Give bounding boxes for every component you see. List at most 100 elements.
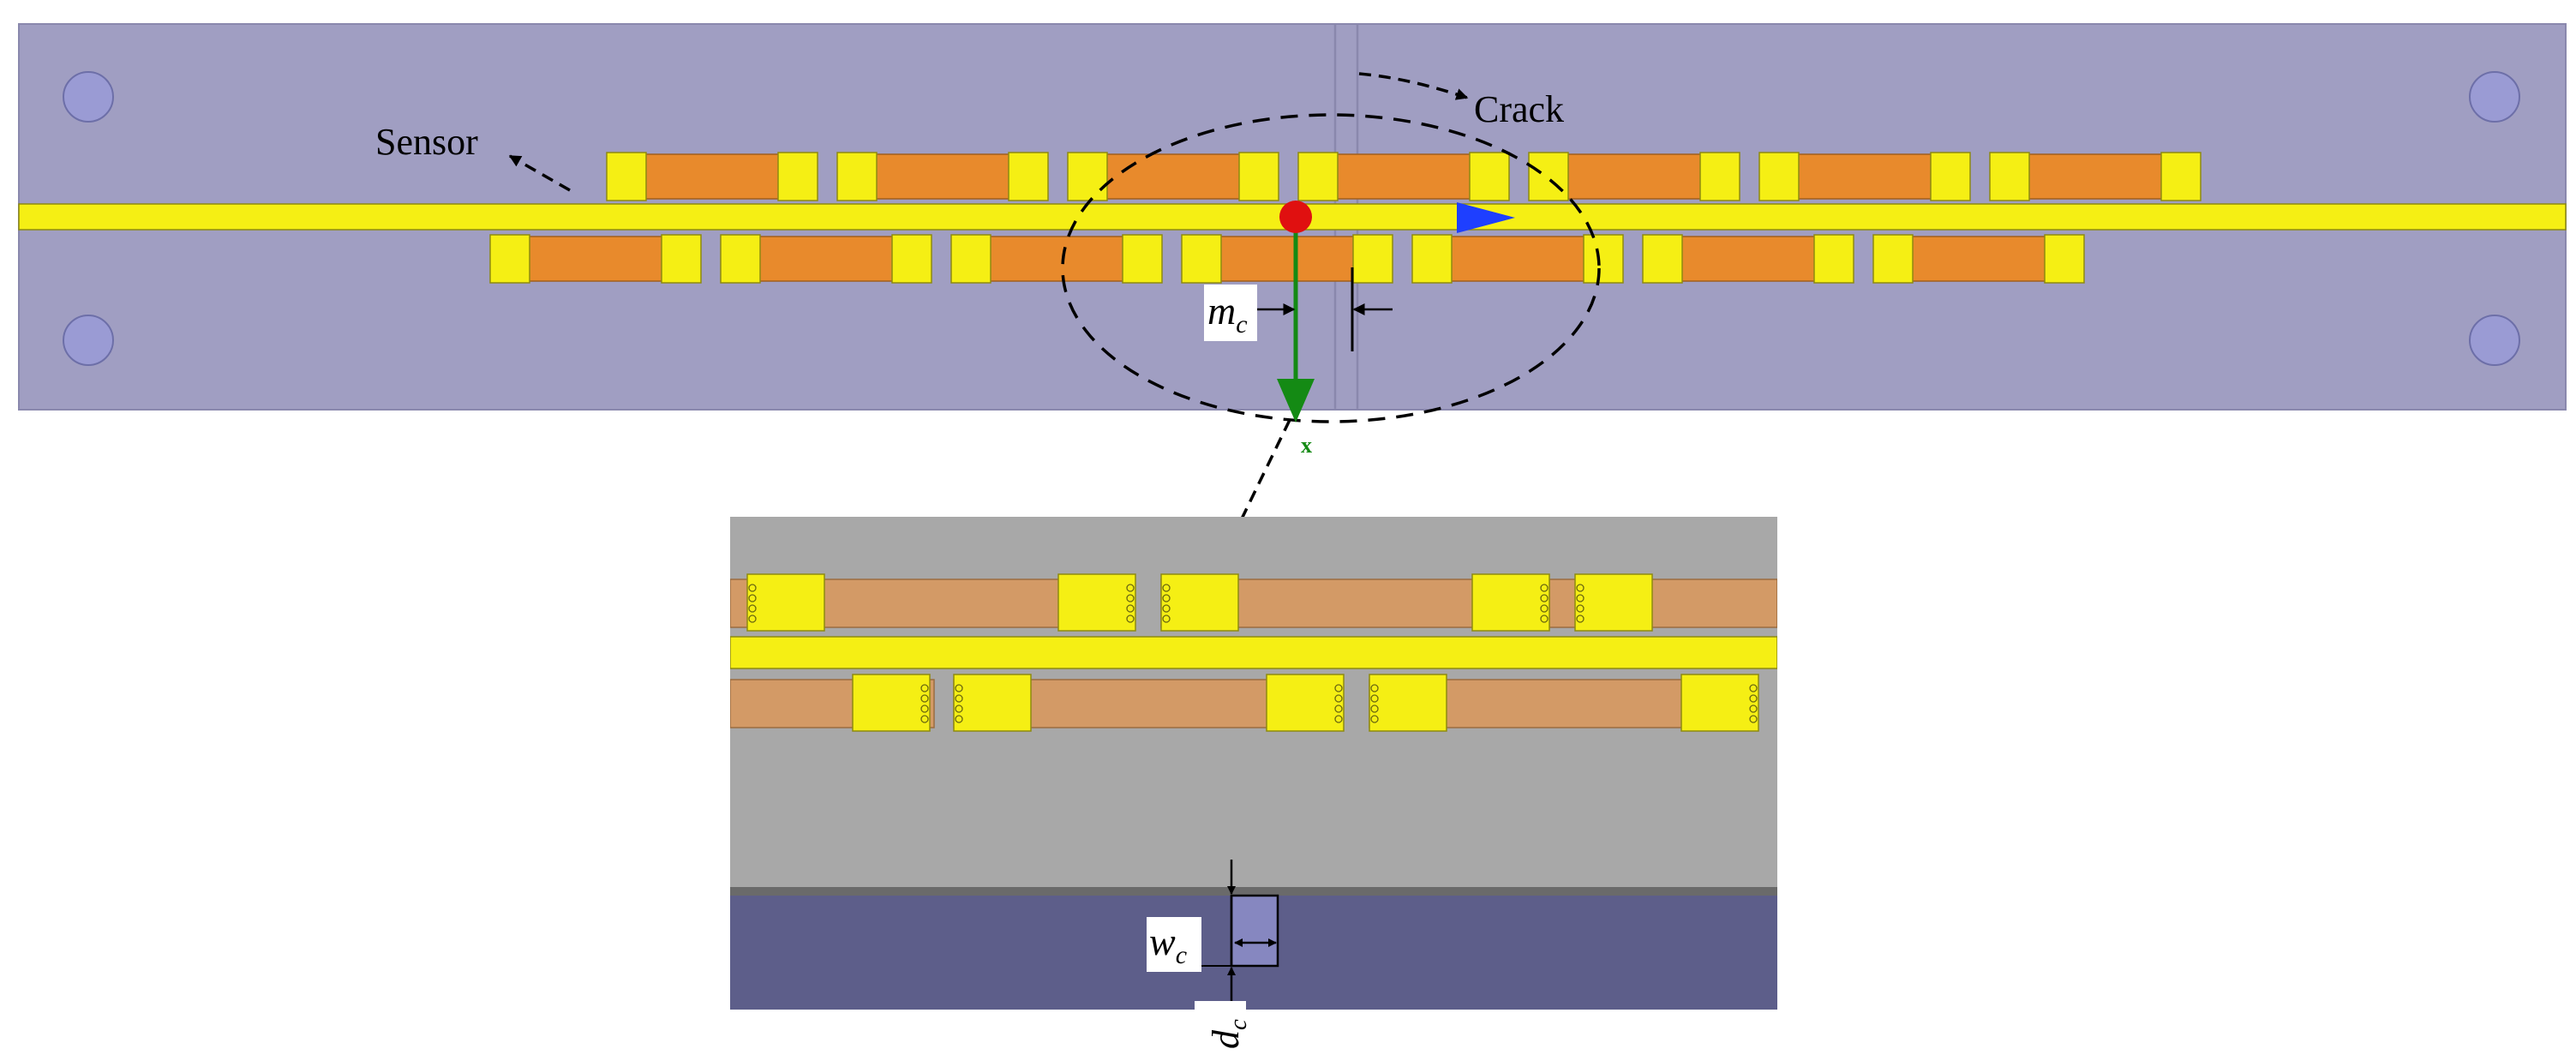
- zoom-inset: [730, 517, 1777, 1010]
- zoom-feedline: [730, 636, 1777, 669]
- wc-label-box: [1147, 917, 1201, 972]
- resonator-pad: [1297, 152, 1339, 201]
- via-hole-icon: [1540, 614, 1549, 623]
- resonator-pad: [1813, 234, 1854, 284]
- resonator-pad: [1699, 152, 1740, 201]
- green-arrow-icon: [1277, 379, 1315, 423]
- zoom-dimensions: wc dc: [1147, 860, 1277, 1051]
- red-sphere-icon: [1279, 201, 1312, 233]
- via-hole-icon: [1576, 584, 1585, 592]
- main-plate: x mc Crack Sensor: [18, 23, 2567, 458]
- substrate-top-edge: [730, 887, 1777, 896]
- resonator-patch: [1449, 236, 1586, 282]
- resonator-patch: [644, 153, 781, 200]
- zoom-resonator-pad: [953, 674, 1032, 732]
- via-hole-icon: [748, 594, 757, 602]
- resonator-pad: [950, 234, 991, 284]
- zoom-resonator-pad: [1057, 573, 1136, 632]
- mounting-hole: [2469, 315, 2520, 366]
- resonator-pad: [1930, 152, 1971, 201]
- via-hole-icon: [748, 584, 757, 592]
- via-hole-icon: [1126, 584, 1135, 592]
- resonator-patch: [1566, 153, 1703, 200]
- resonator-pad: [1238, 152, 1279, 201]
- resonator-patch: [2027, 153, 2164, 200]
- sensor-label: Sensor: [375, 121, 478, 163]
- via-hole-icon: [920, 704, 929, 713]
- mc-label-box: [1204, 285, 1257, 341]
- resonator-patch: [527, 236, 664, 282]
- resonator-pad: [1067, 152, 1108, 201]
- top-resonator-row: [606, 152, 2202, 201]
- resonator-pad: [1411, 234, 1453, 284]
- dc-label: dc: [1205, 1019, 1252, 1049]
- x-axis-label: x: [1301, 433, 1312, 458]
- via-hole-icon: [1540, 604, 1549, 613]
- crack-notch: [1230, 894, 1279, 968]
- via-hole-icon: [1162, 594, 1171, 602]
- resonator-pad: [1872, 234, 1914, 284]
- resonator-pad: [1989, 152, 2030, 201]
- blue-triangle-icon: [1457, 202, 1515, 233]
- zoom-resonator-pad: [852, 674, 931, 732]
- resonator-patch: [1796, 153, 1933, 200]
- mounting-hole: [2469, 71, 2520, 123]
- resonator-pad: [2044, 234, 2085, 284]
- via-hole-icon: [955, 704, 963, 713]
- zoom-resonator-pad: [1266, 674, 1345, 732]
- via-hole-icon: [955, 715, 963, 723]
- wc-label: wc: [1149, 920, 1187, 969]
- zoom-bottom-resonator-row: [730, 674, 1759, 732]
- resonator-pad: [720, 234, 761, 284]
- via-hole-icon: [955, 684, 963, 692]
- via-hole-icon: [1749, 694, 1758, 703]
- via-hole-icon: [748, 604, 757, 613]
- resonator-patch: [1335, 153, 1472, 200]
- via-hole-icon: [1576, 604, 1585, 613]
- zoom-resonator-pad: [1471, 573, 1550, 632]
- resonator-pad: [489, 234, 530, 284]
- via-hole-icon: [1540, 584, 1549, 592]
- resonator-pad: [1352, 234, 1393, 284]
- via-hole-icon: [1334, 704, 1343, 713]
- via-hole-icon: [1162, 614, 1171, 623]
- crack-label: Crack: [1474, 88, 1564, 130]
- zoom-resonator-pad: [746, 573, 825, 632]
- zoom-resonator-pad: [1160, 573, 1239, 632]
- via-hole-icon: [748, 614, 757, 623]
- resonator-patch: [1105, 153, 1242, 200]
- resonator-patch: [1219, 236, 1356, 282]
- dc-label-box: [1195, 1001, 1246, 1051]
- mounting-hole: [63, 71, 114, 123]
- resonator-patch: [874, 153, 1011, 200]
- sensor-pointer-arrow: [508, 154, 571, 192]
- via-hole-icon: [920, 694, 929, 703]
- resonator-pad: [1528, 152, 1569, 201]
- via-hole-icon: [1334, 684, 1343, 692]
- zoom-resonator-pad: [1369, 674, 1447, 732]
- zoom-resonator-pad: [1680, 674, 1759, 732]
- resonator-pad: [661, 234, 702, 284]
- resonator-pad: [1758, 152, 1800, 201]
- via-hole-icon: [1749, 715, 1758, 723]
- resonator-pad: [1469, 152, 1510, 201]
- via-hole-icon: [1370, 715, 1379, 723]
- via-hole-icon: [1126, 594, 1135, 602]
- via-hole-icon: [920, 684, 929, 692]
- via-hole-icon: [1334, 715, 1343, 723]
- resonator-pad: [1008, 152, 1049, 201]
- via-hole-icon: [1126, 614, 1135, 623]
- resonator-pad: [1122, 234, 1163, 284]
- via-hole-icon: [1370, 684, 1379, 692]
- resonator-patch: [758, 236, 895, 282]
- resonator-pad: [836, 152, 878, 201]
- resonator-patch: [1910, 236, 2047, 282]
- via-hole-icon: [1576, 594, 1585, 602]
- resonator-pad: [777, 152, 818, 201]
- resonator-pad: [606, 152, 647, 201]
- resonator-pad: [1181, 234, 1222, 284]
- via-hole-icon: [920, 715, 929, 723]
- mc-label: mc: [1207, 289, 1248, 339]
- via-hole-icon: [1370, 704, 1379, 713]
